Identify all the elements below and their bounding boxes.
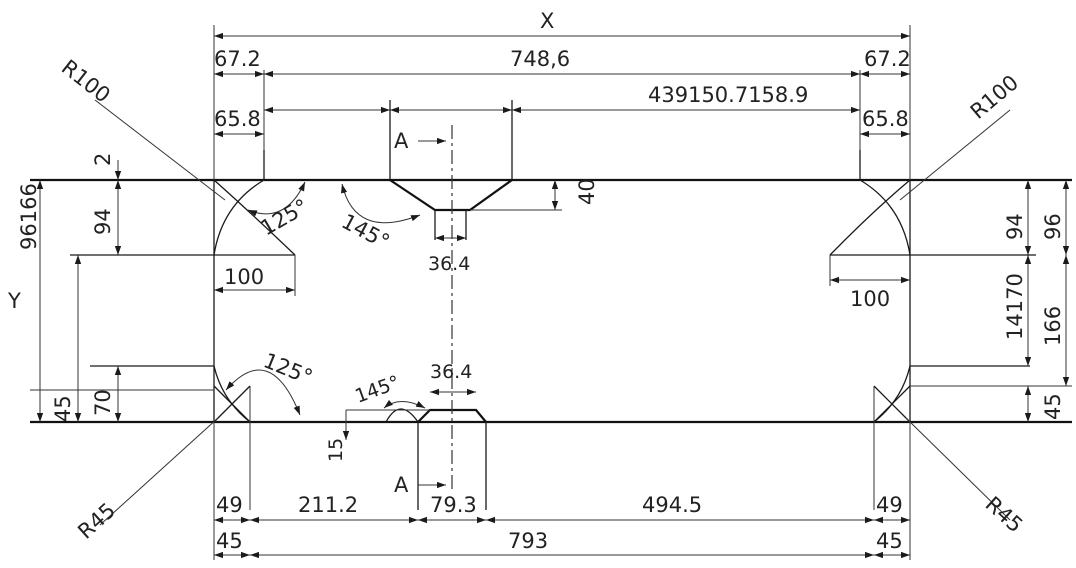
label-bottom-left-angle: 125° <box>260 348 316 389</box>
section-mark-bottom: A <box>394 473 409 497</box>
top-right-corner <box>829 150 911 256</box>
label-bottom-left-45: 45 <box>216 529 243 553</box>
label-bottom-center-width: 36.4 <box>430 361 472 383</box>
label-top-middle: 748,6 <box>510 47 570 71</box>
label-inner-left-offset: 65.8 <box>214 107 261 131</box>
label-bottom-total: 793 <box>508 529 548 553</box>
label-bottom-center-gap: 79.3 <box>430 493 477 517</box>
label-bottom-left-49: 49 <box>216 493 243 517</box>
label-left-upper-depth: 94 <box>91 208 115 235</box>
label-overall-height: Y <box>7 289 21 313</box>
top-left-corner <box>213 150 296 256</box>
label-top-center-angle: 145° <box>338 209 394 254</box>
label-top-left-angle: 125° <box>257 194 313 240</box>
label-right-middle-stack: 14170 <box>1003 273 1027 340</box>
label-bottom-right-gap: 494.5 <box>642 493 702 517</box>
label-left-upper-stack: 96166 <box>17 183 41 250</box>
label-right-radius: R100 <box>966 70 1023 124</box>
label-left-lower-height: 70 <box>91 389 115 416</box>
label-bottom-right-45: 45 <box>876 529 903 553</box>
dimension-lines <box>36 32 1070 559</box>
label-right-upper-total: 96 <box>1041 213 1065 240</box>
angle-arcs <box>225 181 426 416</box>
label-right-middle-value: 166 <box>1041 306 1065 346</box>
label-left-radius: R100 <box>57 55 115 108</box>
label-bottom-left-radius: R45 <box>73 498 120 543</box>
label-overall-width: X <box>540 9 554 33</box>
label-top-right-chain: 439150.7158.9 <box>648 83 808 107</box>
bottom-center-bump <box>385 408 487 510</box>
bottom-right-corner <box>873 365 911 510</box>
label-right-upper-depth: 94 <box>1003 213 1027 240</box>
label-bottom-center-depth: 15 <box>325 438 347 462</box>
label-top-center-width: 36.4 <box>428 253 470 275</box>
label-top-right-margin: 67.2 <box>864 47 911 71</box>
label-left-small-gap: 2 <box>91 153 115 166</box>
label-bottom-left-gap: 211.2 <box>298 493 358 517</box>
label-top-left-margin: 67.2 <box>214 47 261 71</box>
label-left-notch-width: 100 <box>224 265 264 289</box>
section-marks <box>418 137 446 489</box>
label-top-center-depth: 40 <box>575 178 599 205</box>
label-inner-right-offset: 65.8 <box>862 107 909 131</box>
bottom-left-corner <box>213 365 251 510</box>
label-right-notch-width: 100 <box>850 287 890 311</box>
label-right-lower-value: 45 <box>1041 393 1065 420</box>
part-outline <box>30 178 1072 424</box>
label-left-lower-total: 45 <box>51 395 75 422</box>
section-mark-top: A <box>394 129 409 153</box>
radius-leaders <box>94 99 1011 526</box>
label-bottom-right-49: 49 <box>876 493 903 517</box>
